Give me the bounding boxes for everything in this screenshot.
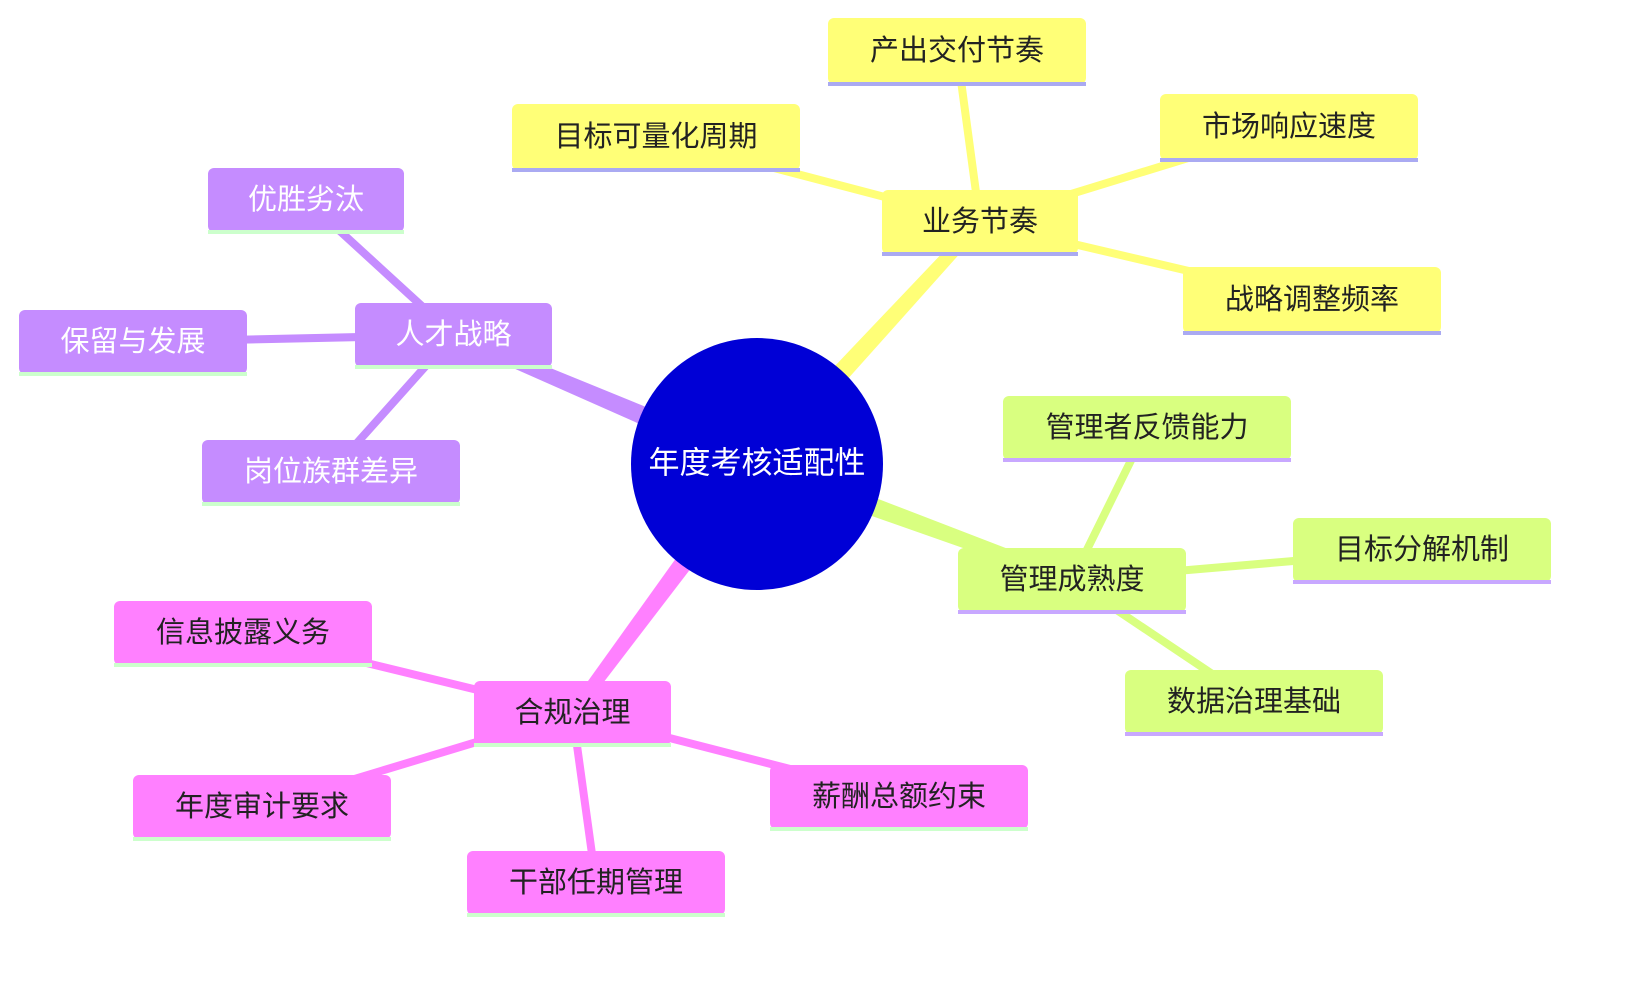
node-compliance-1-box	[133, 775, 391, 839]
branch-compliance-box	[474, 681, 671, 745]
node-business-0-underline	[512, 168, 800, 172]
node-compliance-1[interactable]: 年度审计要求	[133, 775, 391, 841]
node-compliance-3[interactable]: 薪酬总额约束	[770, 765, 1028, 831]
branch-talent-label: 人才战略	[395, 317, 511, 351]
branch-management[interactable]: 管理成熟度	[958, 548, 1186, 614]
node-management-1-label: 目标分解机制	[1335, 532, 1509, 566]
node-talent-2[interactable]: 岗位族群差异	[202, 440, 460, 506]
branch-management-label: 管理成熟度	[999, 562, 1144, 596]
node-business-0-label: 目标可量化周期	[554, 119, 757, 153]
node-talent-1-label: 保留与发展	[60, 324, 205, 358]
node-talent-0-underline	[208, 230, 404, 234]
branch-business-underline	[882, 252, 1078, 256]
branch-talent[interactable]: 人才战略	[355, 303, 552, 369]
node-management-2-underline	[1125, 732, 1383, 736]
node-management-2-label: 数据治理基础	[1167, 684, 1341, 718]
node-compliance-0-label: 信息披露义务	[156, 615, 330, 649]
node-business-3-underline	[1183, 331, 1441, 335]
node-management-1-box	[1293, 518, 1551, 582]
node-management-1[interactable]: 目标分解机制	[1293, 518, 1551, 584]
branch-compliance-label: 合规治理	[514, 695, 630, 729]
node-compliance-0-underline	[114, 663, 372, 667]
node-management-2[interactable]: 数据治理基础	[1125, 670, 1383, 736]
node-talent-1-underline	[19, 372, 247, 376]
node-management-2-box	[1125, 670, 1383, 734]
branch-business-label: 业务节奏	[922, 204, 1038, 238]
node-business-2-box	[1160, 94, 1418, 160]
node-business-3-label: 战略调整频率	[1225, 282, 1399, 316]
node-talent-1-box	[19, 310, 247, 374]
branch-talent-underline	[355, 365, 552, 369]
node-business-0[interactable]: 目标可量化周期	[512, 104, 800, 172]
branch-talent-box	[355, 303, 552, 367]
branch-management-box	[958, 548, 1186, 612]
center-circle	[631, 338, 883, 590]
branch-compliance[interactable]: 合规治理	[474, 681, 671, 747]
node-business-1-underline	[828, 82, 1086, 86]
center-node[interactable]: 年度考核适配性	[631, 338, 883, 590]
branch-management-underline	[958, 610, 1186, 614]
node-business-3-box	[1183, 267, 1441, 333]
node-talent-2-box	[202, 440, 460, 504]
node-business-3[interactable]: 战略调整频率	[1183, 267, 1441, 335]
node-business-0-box	[512, 104, 800, 170]
node-business-2-label: 市场响应速度	[1202, 109, 1376, 143]
node-management-0-box	[1003, 396, 1291, 460]
node-compliance-0[interactable]: 信息披露义务	[114, 601, 372, 667]
node-talent-0-label: 优胜劣汰	[248, 182, 364, 216]
node-business-1-box	[828, 18, 1086, 84]
node-talent-2-underline	[202, 502, 460, 506]
node-talent-0[interactable]: 优胜劣汰	[208, 168, 404, 234]
branch-business[interactable]: 业务节奏	[882, 190, 1078, 256]
node-compliance-2-label: 干部任期管理	[509, 865, 683, 899]
node-management-0-label: 管理者反馈能力	[1045, 410, 1248, 444]
node-business-2[interactable]: 市场响应速度	[1160, 94, 1418, 162]
node-business-1[interactable]: 产出交付节奏	[828, 18, 1086, 86]
node-management-0[interactable]: 管理者反馈能力	[1003, 396, 1291, 462]
node-compliance-3-underline	[770, 827, 1028, 831]
node-talent-0-box	[208, 168, 404, 232]
node-business-2-underline	[1160, 158, 1418, 162]
node-compliance-1-underline	[133, 837, 391, 841]
node-compliance-3-box	[770, 765, 1028, 829]
node-compliance-2-box	[467, 851, 725, 915]
node-management-0-underline	[1003, 458, 1291, 462]
node-compliance-1-label: 年度审计要求	[175, 789, 349, 823]
node-talent-2-label: 岗位族群差异	[244, 454, 418, 488]
node-compliance-2-underline	[467, 913, 725, 917]
node-talent-1[interactable]: 保留与发展	[19, 310, 247, 376]
node-compliance-3-label: 薪酬总额约束	[812, 779, 986, 813]
node-management-1-underline	[1293, 580, 1551, 584]
branch-business-box	[882, 190, 1078, 254]
node-compliance-2[interactable]: 干部任期管理	[467, 851, 725, 917]
node-compliance-0-box	[114, 601, 372, 665]
node-business-1-label: 产出交付节奏	[870, 33, 1044, 67]
branch-compliance-underline	[474, 743, 671, 747]
center-label: 年度考核适配性	[649, 446, 866, 482]
